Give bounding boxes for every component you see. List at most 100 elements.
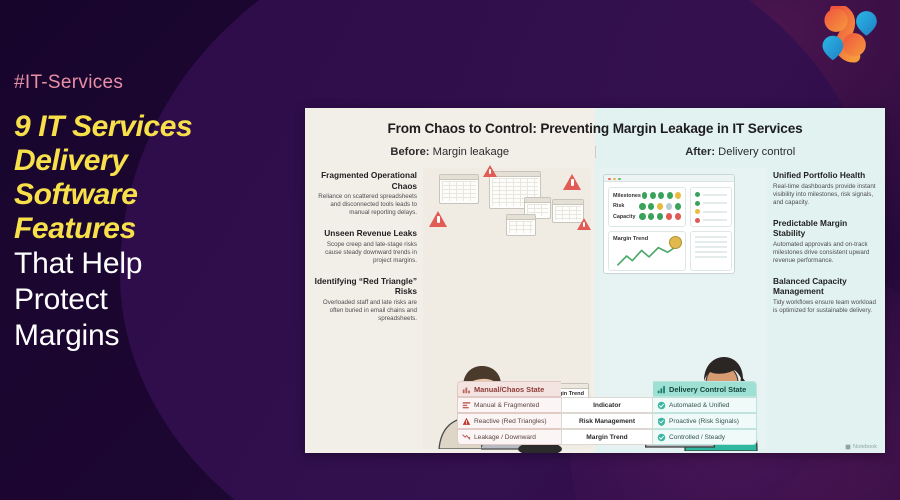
spreadsheet-window [552, 199, 584, 223]
warning-triangle-icon [429, 211, 447, 227]
row-label-capacity: Capacity [613, 213, 636, 220]
before-block-3-heading: Identifying “Red Triangle” Risks [314, 275, 417, 297]
document-window [506, 214, 536, 236]
upward-trend-chart [616, 244, 680, 266]
notes-panel [690, 231, 732, 271]
row-2-right-label: Proactive (Risk Signals) [669, 417, 739, 425]
margin-trend-label: Margin Trend [548, 391, 584, 397]
watermark-text: Notebook [853, 444, 877, 450]
dashboard-row: Risk [613, 202, 682, 210]
infographic-title: From Chaos to Control: Preventing Margin… [387, 121, 803, 136]
notebook-icon [845, 444, 851, 450]
before-label: Before: [390, 146, 430, 158]
before-block-3-body: Overloaded staff and late risks are ofte… [322, 298, 417, 322]
infographic-card: From Chaos to Control: Preventing Margin… [305, 108, 885, 453]
comparison-table: Manual/Chaos State Delivery Control Stat… [457, 381, 757, 445]
warning-triangle-icon [483, 165, 497, 177]
close-icon [608, 177, 611, 180]
warning-triangle-icon [563, 174, 581, 190]
status-list-panel [690, 187, 732, 227]
fragmented-list-icon [462, 401, 471, 408]
watermark: Notebook [845, 444, 877, 450]
dashboard-row: Milestones [613, 192, 682, 199]
after-text-blocks: Unified Portfolio Health Real-time dashb… [773, 166, 877, 453]
row-2-left-label: Reactive (Red Triangles) [474, 417, 547, 425]
headline-line-1: 9 IT Services [14, 110, 193, 143]
headline: 9 IT Services Delivery Software Features… [14, 110, 282, 354]
before-after-subtitles: Before: Margin leakage After: Delivery c… [305, 146, 885, 158]
row-1-right-label: Automated & Unified [669, 401, 730, 409]
headline-line-5: That Help [14, 247, 143, 280]
dashboard-window: Milestones Risk Capacity [603, 174, 735, 274]
rising-bar-chart-icon [657, 385, 665, 393]
table-row: Leakage / Downward Margin Trend Controll… [457, 429, 757, 445]
spreadsheet-window [439, 174, 479, 204]
row-1-right: Automated & Unified [653, 397, 757, 413]
row-2-left: Reactive (Red Triangles) [457, 413, 561, 429]
after-block-3-body: Tidy workflows ensure team workload is o… [773, 298, 876, 314]
before-block-1-heading: Fragmented Operational Chaos [321, 170, 417, 191]
before-block-2-heading: Unseen Revenue Leaks [324, 228, 417, 238]
before-block-1: Fragmented Operational Chaos Reliance on… [313, 170, 417, 217]
headline-line-6: Protect [14, 283, 108, 316]
downward-trend-icon [462, 433, 471, 440]
before-block-2-body: Scope creep and late-stage risks cause s… [325, 240, 417, 264]
table-row: Reactive (Red Triangles) Risk Management… [457, 413, 757, 429]
after-block-2-body: Automated approvals and on-track milesto… [773, 240, 870, 264]
after-block-2-heading: Predictable Margin Stability [773, 217, 848, 239]
dashboard-row: Capacity [613, 213, 682, 220]
header-cell-left: Manual/Chaos State [457, 381, 561, 397]
headline-line-4: Features [14, 212, 136, 245]
row-2-right: Proactive (Risk Signals) [653, 413, 757, 429]
before-block-1-body: Reliance on scattered spreadsheets and d… [318, 193, 417, 216]
header-cell-right: Delivery Control State [653, 381, 757, 397]
after-block-1: Unified Portfolio Health Real-time dashb… [773, 170, 877, 207]
headline-line-3: Software [14, 178, 138, 211]
after-label: After: [685, 146, 716, 158]
maximize-icon [618, 177, 621, 180]
headline-line-7: Margins [14, 319, 120, 352]
after-text: Delivery control [715, 146, 796, 158]
row-3-left-label: Leakage / Downward [474, 433, 536, 441]
header-cell-middle [561, 381, 653, 397]
after-block-3-heading: Balanced Capacity Management [773, 275, 847, 297]
spreadsheet-window [524, 197, 551, 219]
row-2-middle: Risk Management [561, 413, 653, 429]
margin-trend-label: Margin Trend [613, 236, 649, 242]
headline-line-2: Delivery [14, 144, 128, 177]
molecule-logo [816, 3, 882, 68]
margin-trend-panel: Margin Trend [608, 231, 686, 271]
warning-triangle-icon [462, 417, 471, 425]
row-3-right: Controlled / Steady [653, 429, 757, 445]
before-block-2: Unseen Revenue Leaks Scope creep and lat… [313, 228, 417, 265]
before-text-blocks: Fragmented Operational Chaos Reliance on… [313, 166, 417, 453]
header-left-label: Manual/Chaos State [474, 384, 545, 394]
check-circle-icon [657, 401, 666, 409]
check-circle-icon [657, 433, 666, 441]
window-titlebar [604, 175, 734, 182]
table-row: Manual & Fragmented Indicator Automated … [457, 397, 757, 413]
shield-check-icon [658, 417, 665, 426]
row-3-right-label: Controlled / Steady [669, 433, 726, 441]
after-block-1-body: Real-time dashboards provide instant vis… [773, 182, 876, 206]
after-subtitle: After: Delivery control [596, 146, 886, 158]
row-1-left: Manual & Fragmented [457, 397, 561, 413]
headline-column: #IT-Services 9 IT Services Delivery Soft… [14, 72, 282, 354]
after-block-2: Predictable Margin Stability Automated a… [773, 218, 877, 265]
before-subtitle: Before: Margin leakage [305, 146, 596, 158]
row-label-risk: Risk [613, 203, 625, 209]
category-tag: #IT-Services [14, 72, 124, 93]
warning-triangle-icon [577, 218, 591, 230]
before-text: Margin leakage [429, 146, 510, 158]
row-3-middle: Margin Trend [561, 429, 653, 445]
row-label-milestones: Milestones [613, 192, 641, 199]
minimize-icon [613, 177, 616, 180]
broken-bar-chart-icon [462, 387, 470, 393]
health-panel: Milestones Risk Capacity [608, 187, 686, 227]
header-right-label: Delivery Control State [669, 384, 747, 394]
row-1-left-label: Manual & Fragmented [474, 401, 540, 409]
row-3-left: Leakage / Downward [457, 429, 561, 445]
after-block-1-heading: Unified Portfolio Health [773, 170, 866, 180]
row-1-middle: Indicator [561, 397, 653, 413]
after-block-3: Balanced Capacity Management Tidy workfl… [773, 276, 877, 315]
